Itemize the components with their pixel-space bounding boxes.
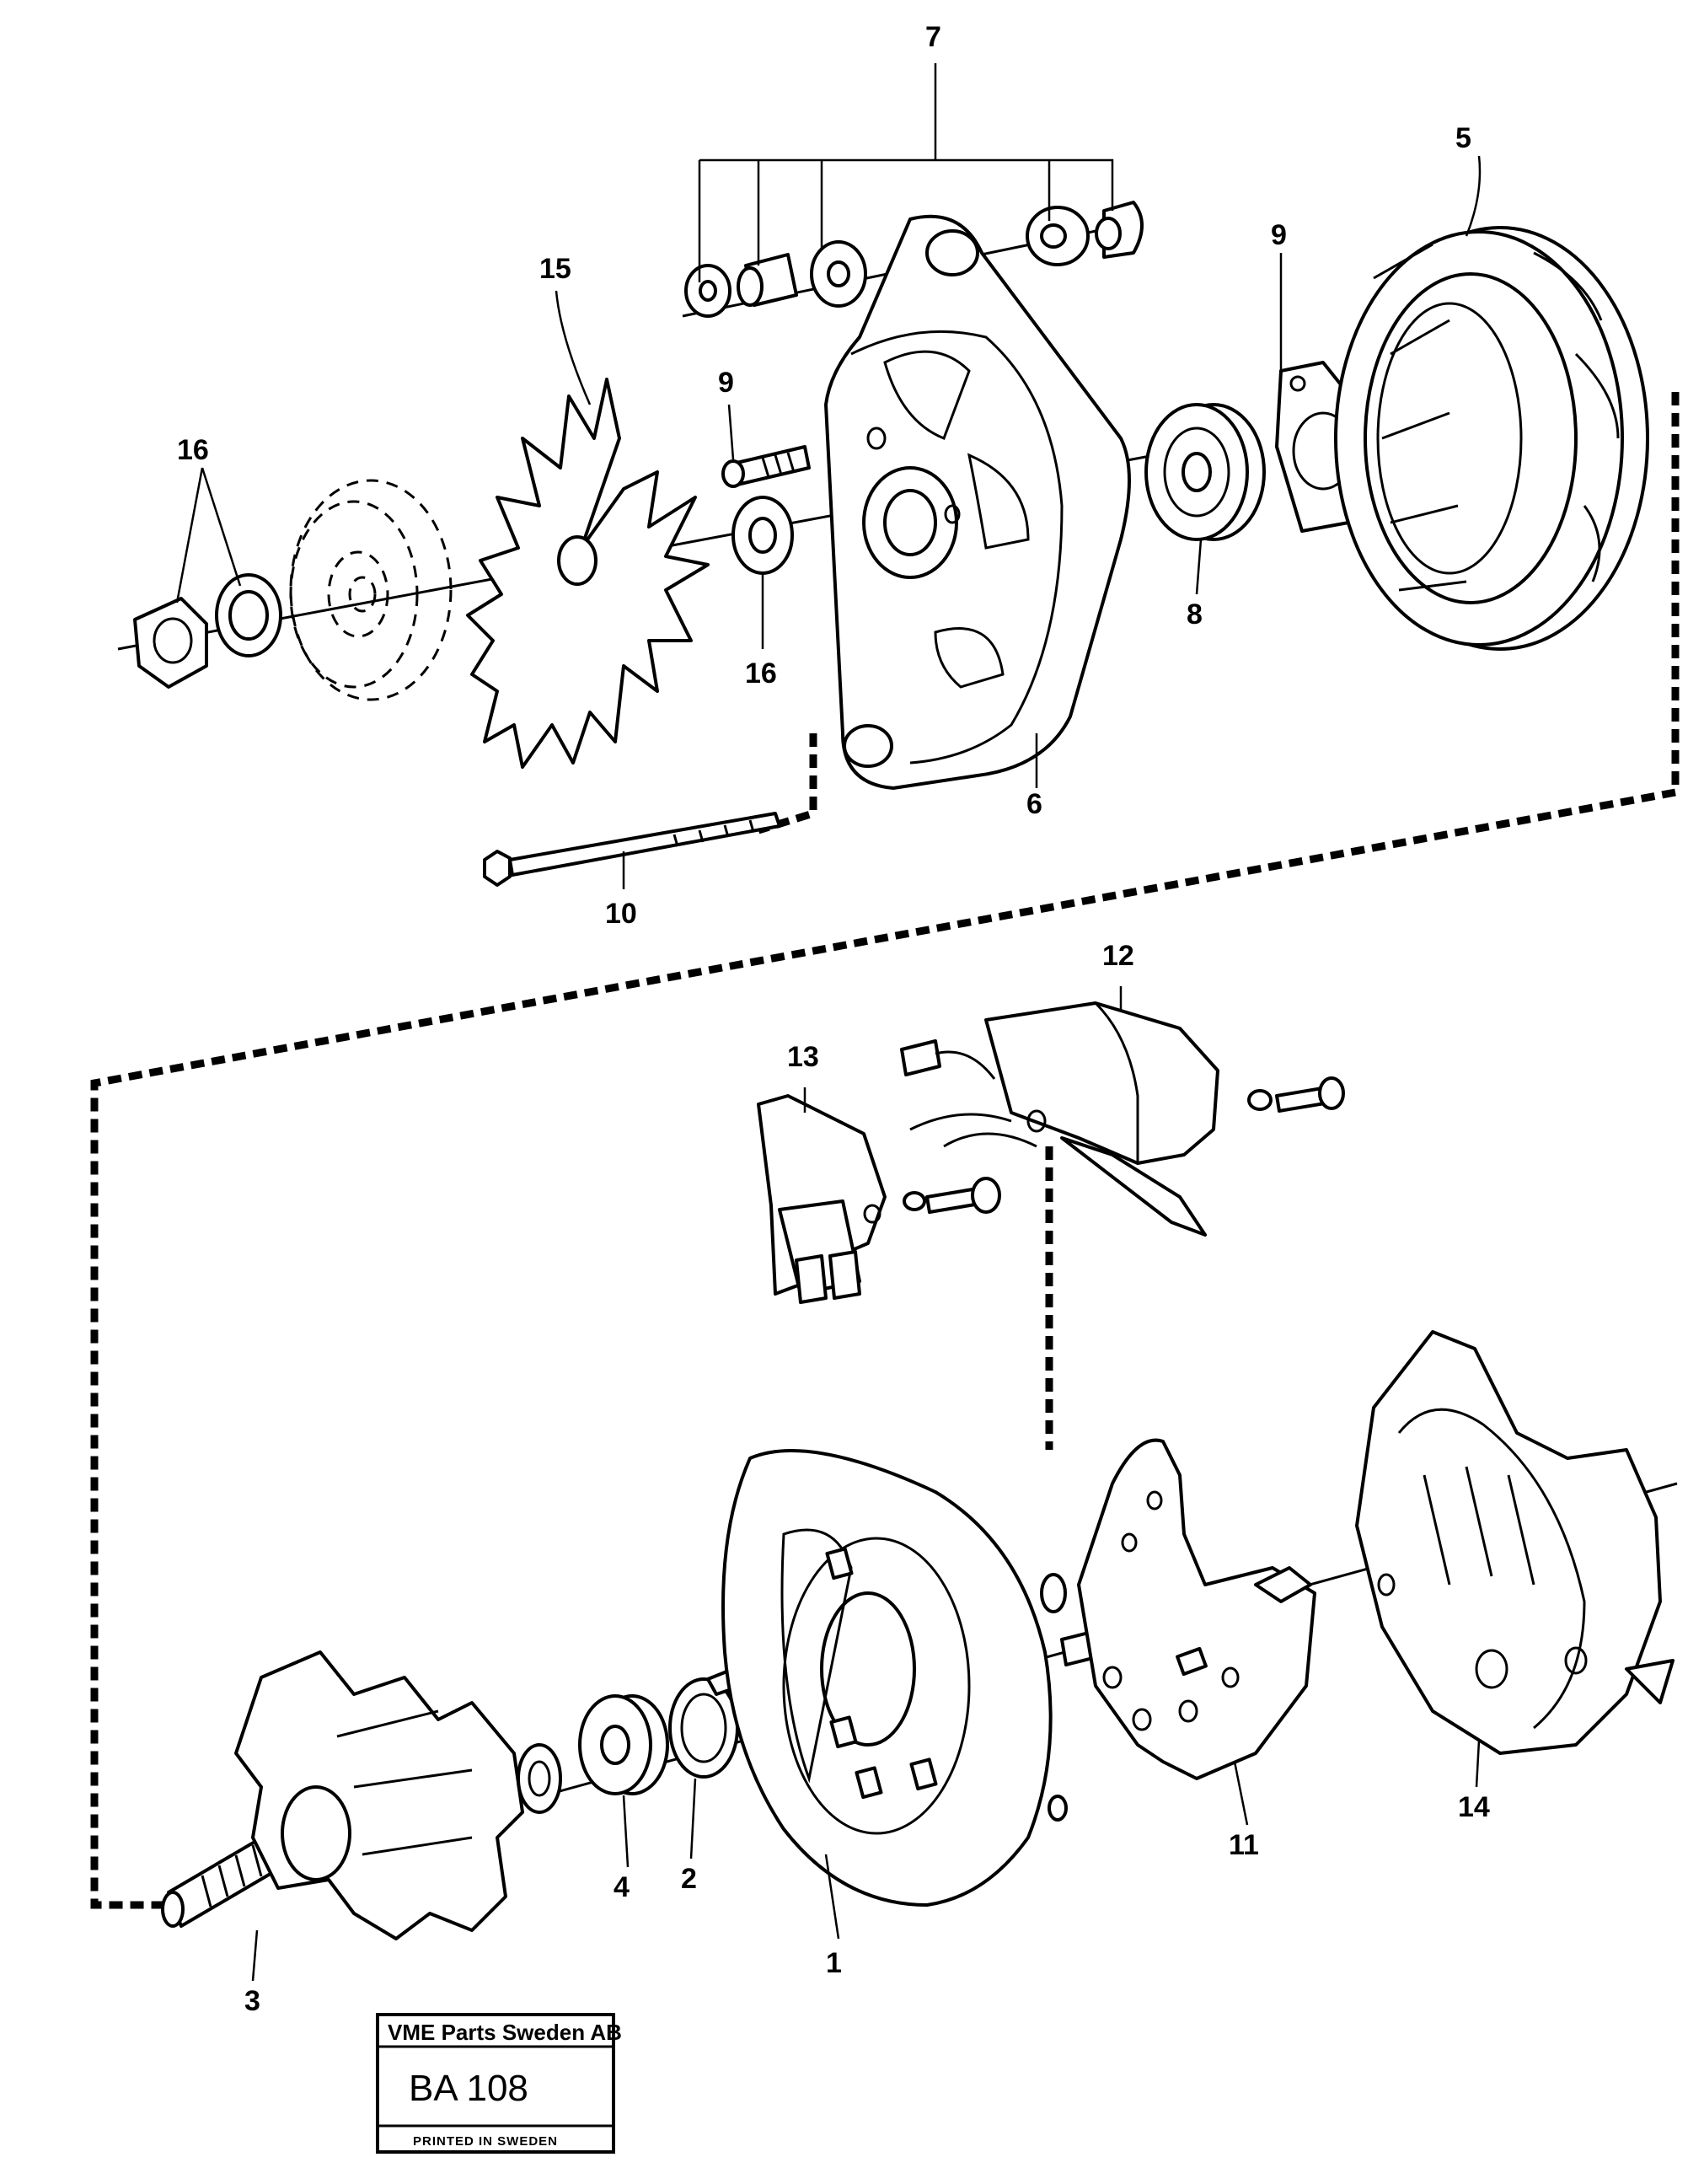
cooling-fan [466, 378, 710, 769]
through-bolt [483, 812, 781, 887]
stator [1334, 226, 1649, 651]
callout-14: 14 [1458, 1791, 1490, 1823]
callout-3: 3 [244, 1985, 260, 2017]
callout-9-screw: 9 [718, 367, 734, 399]
pulley-phantom [289, 479, 453, 701]
stamp-company: VME Parts Sweden AB [388, 2020, 622, 2045]
callout-6: 6 [1026, 788, 1042, 820]
publisher-stamp: VME Parts Sweden AB BA 108 PRINTED IN SW… [376, 2013, 622, 2154]
washer-middle [731, 496, 794, 575]
brush-holder [757, 1094, 887, 1304]
callout-1: 1 [826, 1947, 842, 1979]
callout-8: 8 [1187, 598, 1203, 631]
callout-16-nut: 16 [177, 434, 209, 466]
callout-2: 2 [681, 1863, 697, 1895]
drive-end-bracket [824, 214, 1131, 790]
callout-16-washer: 16 [745, 657, 777, 690]
leader-lines [175, 63, 1482, 1982]
callout-7: 7 [925, 21, 941, 53]
stamp-printed: PRINTED IN SWEDEN [413, 2134, 558, 2149]
regulator-screw [1247, 1076, 1345, 1113]
rotor [161, 1650, 562, 1940]
stamp-code: BA 108 [409, 2068, 528, 2109]
bushing-set [684, 201, 1144, 318]
front-bearing [1144, 403, 1266, 541]
callout-13: 13 [787, 1041, 819, 1073]
callout-15: 15 [539, 253, 571, 285]
slip-ring-end-bracket [721, 1449, 1068, 1907]
rear-bearing [578, 1694, 669, 1795]
screw-upper [721, 445, 811, 488]
callout-10: 10 [605, 898, 637, 930]
callout-labels: 7 5 9 15 9 16 16 8 6 10 12 13 14 11 1 2 … [177, 21, 1490, 2017]
callout-5: 5 [1455, 122, 1471, 154]
rectifier [1077, 1438, 1316, 1780]
callout-4: 4 [614, 1871, 630, 1903]
callout-11: 11 [1229, 1829, 1259, 1861]
callout-12: 12 [1102, 940, 1134, 972]
callout-9-cover: 9 [1271, 219, 1287, 251]
rear-cover [1355, 1330, 1675, 1755]
voltage-regulator [900, 1001, 1219, 1237]
brush-holder-screw [903, 1177, 1001, 1214]
nut-and-washer [133, 573, 282, 689]
